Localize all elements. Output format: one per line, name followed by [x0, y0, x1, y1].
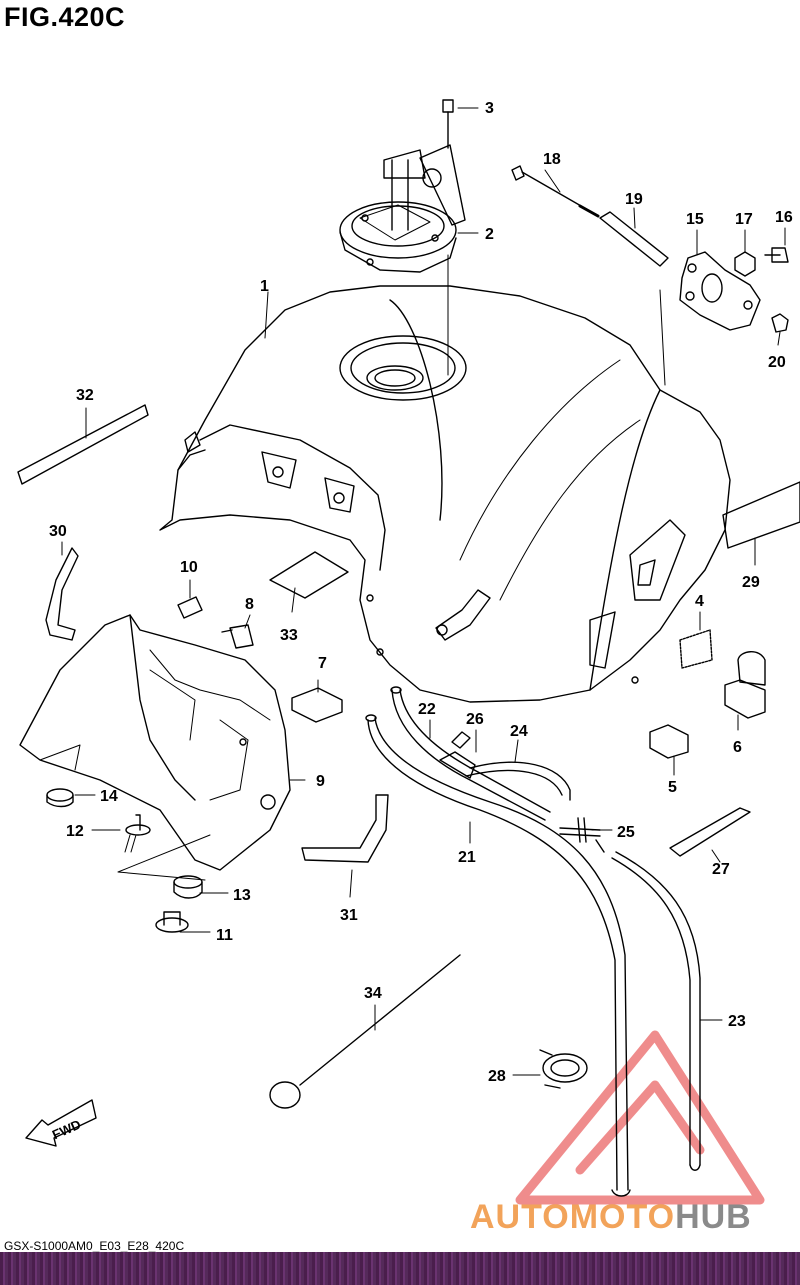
- collar-11: [155, 911, 189, 933]
- fuel-cap: [339, 144, 466, 273]
- tool-wire-34: [269, 954, 461, 1109]
- callout-17: 17: [735, 211, 753, 228]
- overflow-hose: [611, 851, 701, 1171]
- label-4: [679, 629, 713, 669]
- pad-10: [177, 596, 203, 619]
- grommet-13: [173, 875, 203, 899]
- cushion-7: [291, 687, 343, 723]
- diagram-code: GSX-S1000AM0_E03_E28_420C: [4, 1239, 185, 1253]
- watermark-triangle: [515, 1030, 765, 1205]
- callout-7: 7: [318, 655, 327, 672]
- callout-27: 27: [712, 861, 730, 878]
- callout-14: 14: [100, 788, 118, 805]
- fuel-tank: [159, 285, 731, 703]
- watermark-brand-part2: HUB: [675, 1198, 752, 1236]
- callout-8: 8: [245, 596, 254, 613]
- callout-29: 29: [742, 574, 760, 591]
- drain-hose: [365, 714, 631, 1197]
- hose-24: [465, 761, 571, 801]
- callout-1: 1: [260, 278, 269, 295]
- footer-band: [0, 1252, 800, 1285]
- watermark-brand: AUTOMOTOHUB: [470, 1198, 752, 1237]
- callout-16: 16: [775, 209, 793, 226]
- nut-20: [771, 313, 789, 333]
- hose-clamp-28: [539, 1049, 588, 1089]
- callout-15: 15: [686, 211, 704, 228]
- mount-bracket: [679, 251, 761, 331]
- breather-hose: [390, 686, 551, 821]
- callout-22: 22: [418, 701, 436, 718]
- pad-33: [269, 551, 349, 599]
- screw-12: [124, 814, 151, 853]
- callout-19: 19: [625, 191, 643, 208]
- callout-25: 25: [617, 824, 635, 841]
- figure-title: FIG.420C: [4, 2, 126, 32]
- callout-3: 3: [485, 100, 494, 117]
- t-joint: [559, 817, 605, 853]
- grommet-14: [46, 788, 74, 808]
- callout-30: 30: [49, 523, 67, 540]
- callout-2: 2: [485, 226, 494, 243]
- strap-27: [669, 807, 751, 857]
- pad-29: [722, 481, 800, 549]
- callout-23: 23: [728, 1013, 746, 1030]
- callout-4: 4: [695, 593, 704, 610]
- bolt-16: [764, 247, 789, 263]
- callout-21: 21: [458, 849, 476, 866]
- watermark-brand-part1: AUTOMOTO: [470, 1198, 676, 1236]
- callout-10: 10: [180, 559, 198, 576]
- callout-20: 20: [768, 354, 786, 371]
- cap-6: [724, 651, 766, 719]
- clamp-26: [439, 751, 476, 779]
- callout-11: 11: [216, 927, 233, 944]
- callout-5: 5: [668, 779, 677, 796]
- bracket-30: [45, 547, 79, 641]
- rubber-strip: [17, 404, 149, 485]
- block-5: [649, 724, 689, 759]
- callout-12: 12: [66, 823, 84, 840]
- callout-24: 24: [510, 723, 528, 740]
- callout-9: 9: [316, 773, 325, 790]
- callout-32: 32: [76, 387, 94, 404]
- bolt-8: [221, 624, 254, 649]
- long-bolt: [511, 165, 600, 218]
- spacer-tube: [599, 211, 669, 267]
- callout-28: 28: [488, 1068, 506, 1085]
- bracket-31: [301, 794, 389, 863]
- callout-33: 33: [280, 627, 298, 644]
- callout-13: 13: [233, 887, 251, 904]
- callout-18: 18: [543, 151, 561, 168]
- bolt-3: [442, 99, 454, 149]
- callout-26: 26: [466, 711, 484, 728]
- callout-34: 34: [364, 985, 382, 1002]
- callout-31: 31: [340, 907, 358, 924]
- fwd-arrow: [25, 1099, 97, 1147]
- nut-17: [734, 251, 756, 277]
- callout-6: 6: [733, 739, 742, 756]
- under-cover: [19, 614, 291, 871]
